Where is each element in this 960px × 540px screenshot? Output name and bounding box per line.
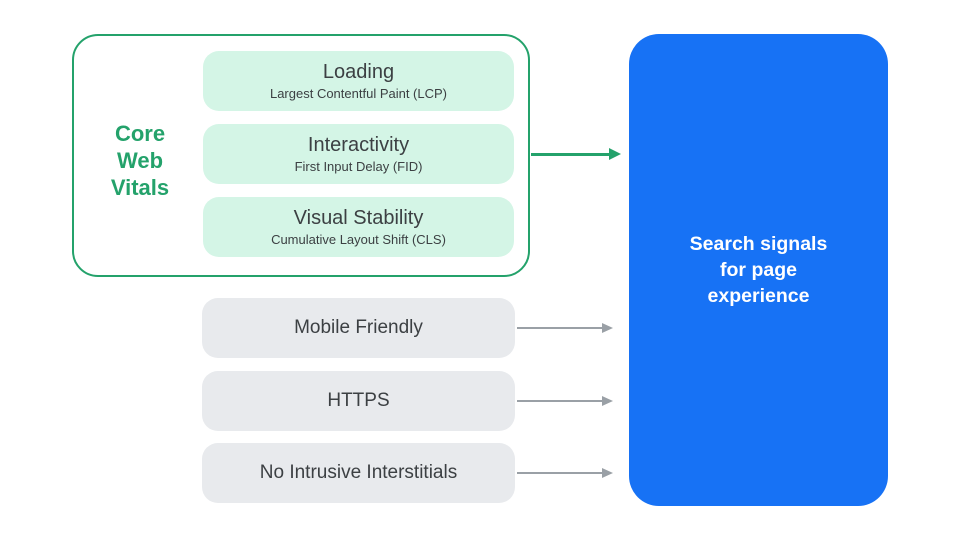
- core-web-vitals-label-line: Vitals: [110, 175, 170, 200]
- vital-pill-visual-stability: Visual Stability Cumulative Layout Shift…: [203, 197, 514, 257]
- search-signals-label-line: for page: [720, 259, 797, 281]
- signal-label: Mobile Friendly: [294, 317, 423, 338]
- signal-label: No Intrusive Interstitials: [259, 462, 458, 483]
- vital-subtitle: Cumulative Layout Shift (CLS): [271, 231, 446, 247]
- vital-pill-interactivity: Interactivity First Input Delay (FID): [203, 124, 514, 184]
- arrow-line: [517, 400, 603, 402]
- search-signals-label: Search signals for page experience: [690, 231, 828, 309]
- signal-pill-no-intrusive-interstitials: No Intrusive Interstitials: [202, 443, 515, 503]
- vital-subtitle: First Input Delay (FID): [294, 158, 423, 174]
- core-web-vitals-label: Core Web Vitals: [83, 120, 197, 201]
- search-signals-box: Search signals for page experience: [629, 34, 888, 506]
- vital-title: Interactivity: [307, 133, 410, 156]
- arrow-line: [517, 327, 603, 329]
- arrow-head-icon: [602, 323, 613, 333]
- signal-label: HTTPS: [327, 390, 390, 411]
- signal-pill-mobile-friendly: Mobile Friendly: [202, 298, 515, 358]
- search-signals-label-line: experience: [707, 285, 810, 307]
- search-signals-label-line: Search signals: [689, 233, 828, 255]
- core-web-vitals-label-line: Web: [116, 148, 164, 173]
- arrow-line: [531, 153, 610, 156]
- vital-subtitle: Largest Contentful Paint (LCP): [269, 85, 448, 101]
- vital-title: Loading: [322, 60, 395, 83]
- vital-title: Visual Stability: [293, 206, 424, 229]
- signal-pill-https: HTTPS: [202, 371, 515, 431]
- arrow-line: [517, 472, 603, 474]
- core-web-vitals-label-line: Core: [114, 121, 166, 146]
- arrow-head-icon: [602, 468, 613, 478]
- arrow-head-icon: [602, 396, 613, 406]
- arrow-head-icon: [609, 148, 621, 160]
- vital-pill-loading: Loading Largest Contentful Paint (LCP): [203, 51, 514, 111]
